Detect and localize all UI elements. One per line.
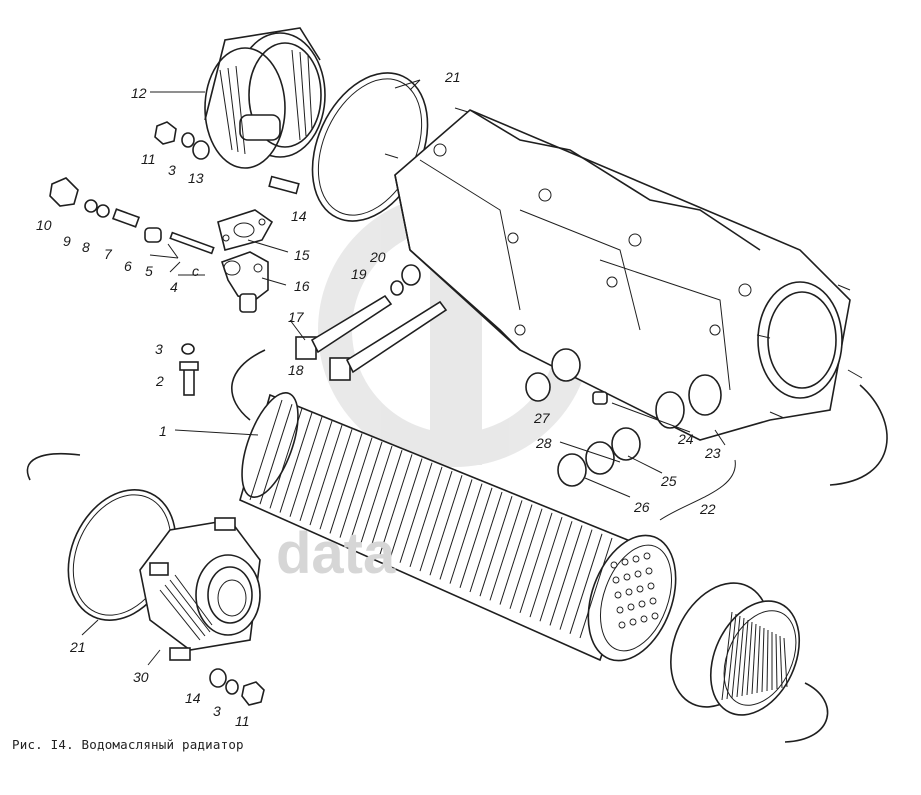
callout-5: 5 [145, 263, 153, 279]
callout-11-bottom: 11 [235, 713, 250, 729]
callout-1: 1 [159, 423, 167, 439]
callout-27: 27 [533, 410, 551, 426]
front-cover-part [204, 27, 326, 169]
callout-28: 28 [535, 435, 552, 451]
small-hardware [49, 121, 641, 706]
rotation-arrows [26, 349, 888, 743]
callout-10: 10 [36, 217, 52, 233]
core-tube-holes [610, 552, 659, 629]
callout-7: 7 [104, 246, 113, 262]
callout-6: 6 [124, 258, 132, 274]
flange-gasket-part [217, 209, 274, 251]
radiator-housing [384, 107, 863, 441]
callout-15: 15 [294, 247, 310, 263]
radiator-core [239, 391, 677, 662]
callout-12: 12 [131, 85, 147, 101]
callout-2: 2 [155, 373, 164, 389]
callout-30: 30 [133, 669, 149, 685]
callout-14-top: 14 [291, 208, 307, 224]
callout-4: 4 [170, 279, 178, 295]
callout-3-mid: 3 [155, 341, 163, 357]
callout-labels: 12 11 3 13 21 10 9 8 7 6 5 4 c 14 15 16 … [36, 69, 721, 729]
callout-22: 22 [699, 501, 716, 517]
mesh-strainer [709, 600, 801, 716]
callout-26: 26 [633, 499, 650, 515]
callout-14-bottom: 14 [185, 690, 201, 706]
callout-20: 20 [369, 249, 386, 265]
rear-cover-part [139, 517, 261, 661]
callout-18: 18 [288, 362, 304, 378]
callout-c: c [192, 263, 199, 279]
callout-19: 19 [351, 266, 367, 282]
callout-17: 17 [288, 309, 305, 325]
callout-13: 13 [188, 170, 204, 186]
callout-25: 25 [660, 473, 677, 489]
callout-23: 23 [704, 445, 721, 461]
watermark-text: data [276, 521, 396, 586]
callout-24: 24 [677, 431, 694, 447]
valve-body-part [220, 251, 269, 313]
bolt-17 [295, 294, 393, 360]
callout-21-top: 21 [444, 69, 461, 85]
callout-8: 8 [82, 239, 90, 255]
leader-lines [81, 79, 736, 666]
callout-3-bottom: 3 [213, 703, 221, 719]
callout-16: 16 [294, 278, 310, 294]
callout-9: 9 [63, 233, 71, 249]
core-fins [249, 399, 613, 639]
callout-21-left: 21 [69, 639, 86, 655]
callout-3-top: 3 [168, 162, 176, 178]
figure-caption: Рис. I4. Водомасляный радиатор [12, 737, 244, 752]
mesh-grid [721, 611, 788, 701]
callout-11-top: 11 [141, 151, 156, 167]
bolt-18 [329, 300, 448, 381]
